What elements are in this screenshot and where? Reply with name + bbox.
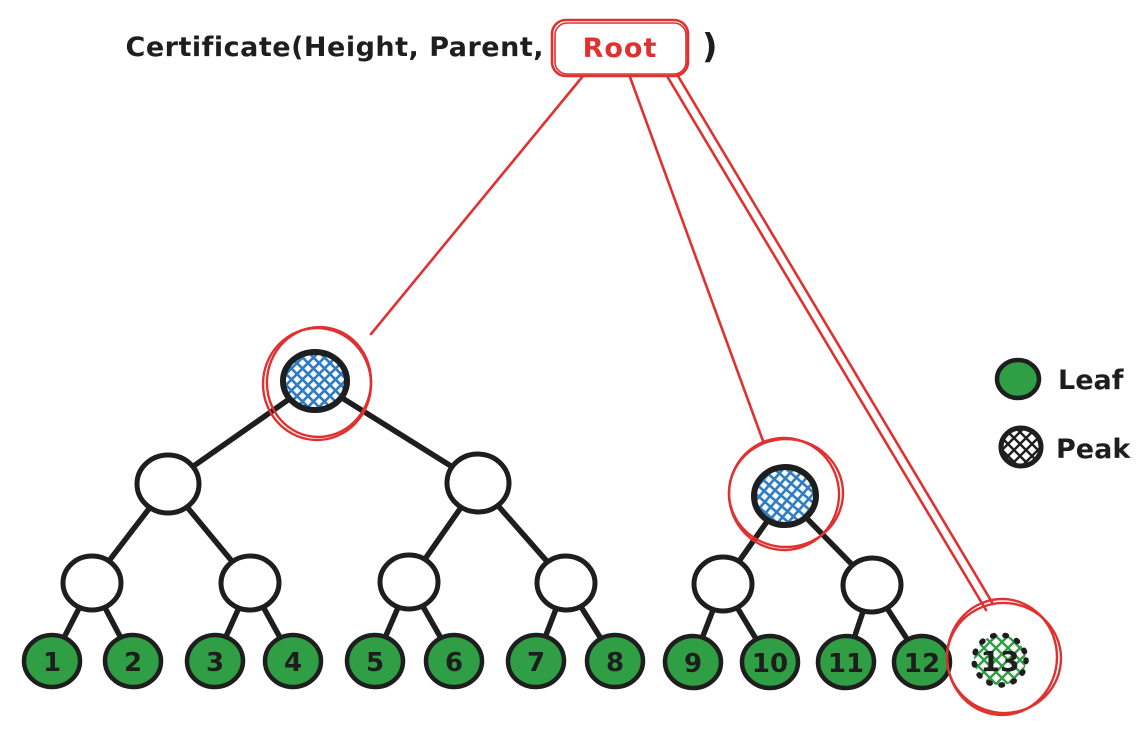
leaf-node-label: 10 — [752, 649, 788, 679]
internal-node — [218, 553, 282, 613]
pending-highlight-circle-overdraw — [945, 601, 1063, 715]
leaf-node: 1 — [21, 632, 83, 690]
leaf-node: 8 — [584, 632, 646, 690]
leaf-node-label: 5 — [366, 648, 384, 678]
title-row: Certificate(Height, Parent, Root ) — [126, 18, 718, 78]
leaf-nodes: 1 2 3 4 5 6 7 8 — [21, 632, 953, 691]
leaf-node: 12 — [891, 633, 953, 691]
leaf-node-label: 1 — [43, 648, 61, 678]
peak-node-right — [751, 463, 819, 529]
leaf-node-label: 11 — [828, 649, 864, 679]
leaf-node: 6 — [423, 632, 485, 690]
peak-nodes — [280, 349, 819, 529]
red-annotations — [261, 74, 1063, 717]
legend-leaf-swatch — [994, 357, 1042, 401]
leaf-node-label: 4 — [284, 648, 302, 678]
internal-node — [534, 553, 598, 613]
leaf-node-label: 12 — [904, 649, 940, 679]
leaf-node-label: 9 — [684, 649, 702, 679]
leaf-node-label: 3 — [206, 648, 224, 678]
peak-highlight-circle-left-overdraw — [265, 325, 373, 439]
leaf-node: 2 — [102, 632, 164, 690]
leaf-node: 3 — [184, 632, 246, 690]
internal-node — [691, 554, 755, 614]
legend-item-peak: Peak — [998, 425, 1131, 469]
leaf-node-label: 7 — [527, 648, 545, 678]
pending-leaf-node: 13 — [971, 632, 1029, 688]
legend-peak-swatch — [998, 425, 1044, 469]
leaf-node-label: 2 — [124, 648, 142, 678]
internal-node — [377, 552, 441, 612]
root-box-label: Root — [583, 33, 658, 64]
legend-item-leaf: Leaf — [994, 357, 1124, 401]
legend: Leaf Peak — [994, 357, 1131, 469]
root-to-right-peak-line — [628, 75, 765, 443]
leaf-node-label: 6 — [445, 648, 463, 678]
title-text: Certificate(Height, Parent, — [126, 32, 544, 63]
pending-leaf-circle — [971, 632, 1029, 688]
peak-highlight-circle-right-overdraw — [727, 436, 841, 552]
root-box-overdraw — [554, 22, 687, 75]
leaf-node-label: 8 — [606, 648, 624, 678]
leaf-node: 4 — [262, 632, 324, 690]
title-suffix-text: ) — [702, 27, 718, 67]
leaf-node: 5 — [344, 632, 406, 690]
pending-leaf-label: 13 — [981, 645, 1020, 678]
leaf-node: 9 — [662, 633, 724, 691]
leaf-node: 7 — [505, 632, 567, 690]
internal-node — [444, 451, 512, 515]
peak-node-left — [280, 349, 350, 413]
root-to-pending-line-a — [665, 74, 988, 612]
leaf-node: 11 — [815, 633, 877, 691]
internal-node — [60, 553, 124, 613]
root-to-left-peak-line — [369, 74, 585, 336]
root-to-pending-line-b — [676, 74, 995, 606]
internal-node — [134, 452, 202, 516]
leaf-node: 10 — [739, 633, 801, 691]
legend-leaf-label: Leaf — [1058, 365, 1124, 396]
internal-node — [840, 555, 904, 615]
legend-peak-label: Peak — [1056, 434, 1131, 465]
root-box — [550, 18, 690, 78]
internal-nodes — [60, 451, 904, 615]
